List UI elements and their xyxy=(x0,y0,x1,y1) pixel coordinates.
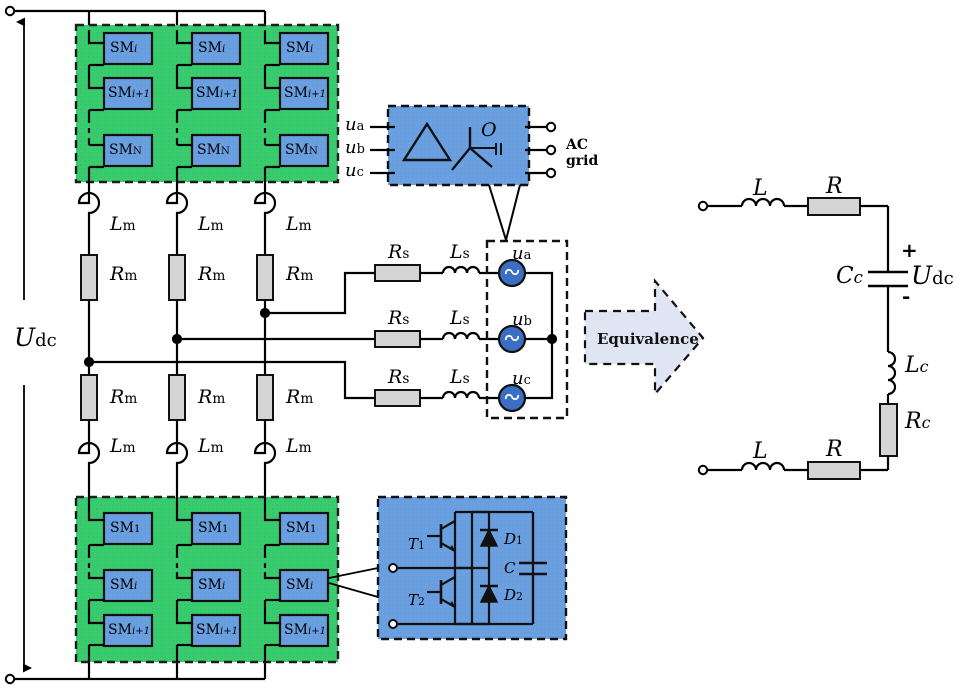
series-inductor-label: Ls xyxy=(450,307,470,329)
polarity-minus-label: - xyxy=(902,284,911,308)
polarity-plus-label: + xyxy=(901,238,918,262)
submodule-detail-circuit xyxy=(388,510,547,629)
ac-source-neutral-wires xyxy=(525,271,558,400)
submodule-label: SMN xyxy=(109,142,142,158)
arm-resistor-label: Rm xyxy=(110,263,138,285)
dc-bus-rails xyxy=(4,5,265,685)
lower-submodule-boxes xyxy=(102,511,330,648)
transformer-input-leads xyxy=(370,125,395,175)
series-inductor-label: Ls xyxy=(450,366,470,388)
submodule-label: SMi+1 xyxy=(108,85,151,101)
equivalence-arrow xyxy=(583,277,705,397)
igbt-t2-label: T2 xyxy=(408,591,425,609)
submodule-label: SMi xyxy=(198,40,226,56)
source-label-c: uc xyxy=(512,368,531,389)
arm-inductor-label: Lm xyxy=(198,213,224,235)
submodule-detail-leader-lines xyxy=(328,567,379,598)
ac-grid-label-line1: AC xyxy=(566,137,589,153)
submodule-label: SMi xyxy=(286,577,314,593)
submodule-label: SMi+1 xyxy=(284,622,327,638)
series-resistor-label: Rs xyxy=(388,366,410,388)
arm-inductor-label: Lm xyxy=(110,435,136,457)
ac-grid-label-line2: grid xyxy=(566,152,599,169)
equiv-bottom-resistor-label: R xyxy=(826,437,843,462)
upper-arm-inductors xyxy=(77,191,277,215)
equiv-capacitor-label: Cc xyxy=(836,263,863,289)
submodule-label: SMi+1 xyxy=(108,622,151,638)
upper-arm-resistors xyxy=(80,254,274,301)
transformer-block xyxy=(386,104,531,187)
transformer-phase-label-b: ub xyxy=(345,137,365,158)
arm-resistor-label: Rm xyxy=(286,386,314,408)
ac-source-group-box xyxy=(485,239,569,420)
equiv-series-resistor-label: Rc xyxy=(905,409,931,434)
lower-arm-resistors xyxy=(80,374,274,421)
dc-voltage-label: Udc xyxy=(14,323,57,352)
transformer-phase-label-c: uc xyxy=(345,160,364,181)
ac-grid-terminals xyxy=(525,121,557,179)
submodule-label: SMi xyxy=(110,40,138,56)
submodule-label: SMi xyxy=(198,577,226,593)
lower-arm-wiring xyxy=(87,497,280,662)
arm-inductor-label: Lm xyxy=(286,435,312,457)
arm-resistor-label: Rm xyxy=(110,386,138,408)
ac-grid-label: AC grid xyxy=(566,137,599,169)
arm-resistor-label: Rm xyxy=(198,263,226,285)
upper-arm-wiring xyxy=(87,30,280,185)
submodule-label: SMi+1 xyxy=(196,85,239,101)
equivalence-label: Equivalence xyxy=(597,330,699,348)
transformer-leader-lines xyxy=(488,184,521,241)
dc-equivalent-circuit xyxy=(697,197,908,480)
igbt-t1-label: T1 xyxy=(408,535,425,553)
lower-arm-inductors xyxy=(77,441,277,465)
source-label-b: ub xyxy=(512,309,532,330)
capacitor-c-label: C xyxy=(504,559,516,577)
transformer-phase-label-a: ua xyxy=(345,114,365,135)
submodule-label: SM1 xyxy=(110,520,141,536)
ac-voltage-sources xyxy=(497,258,527,413)
series-inductors xyxy=(420,265,498,400)
ac-tap-wires xyxy=(83,271,375,400)
series-resistor-label: Rs xyxy=(388,241,410,263)
arm-inductor-label: Lm xyxy=(286,213,312,235)
equiv-top-resistor-label: R xyxy=(826,174,843,199)
source-label-a: ua xyxy=(512,243,532,264)
transformer-neutral-label: O xyxy=(481,119,497,141)
submodule-label: SM1 xyxy=(286,520,317,536)
submodule-label: SM1 xyxy=(198,520,229,536)
submodule-label: SMi xyxy=(286,40,314,56)
arm-inductor-label: Lm xyxy=(198,435,224,457)
equiv-series-inductor-label: Lc xyxy=(905,353,929,378)
submodule-label: SMN xyxy=(197,142,230,158)
arm-inductor-label: Lm xyxy=(110,213,136,235)
series-inductor-label: Ls xyxy=(450,241,470,263)
diode-d1-label: D1 xyxy=(504,530,523,548)
equiv-dc-voltage-label: Udc xyxy=(911,261,954,290)
series-resistor-label: Rs xyxy=(388,307,410,329)
diode-d2-label: D2 xyxy=(504,586,523,604)
submodule-label: SMi xyxy=(110,577,138,593)
submodule-label: SMN xyxy=(285,142,318,158)
arm-resistor-label: Rm xyxy=(198,386,226,408)
equiv-top-inductor-label: L xyxy=(753,176,768,201)
upper-submodule-boxes xyxy=(102,31,330,168)
submodule-label: SMi+1 xyxy=(284,85,327,101)
submodule-label: SMi+1 xyxy=(196,622,239,638)
arm-resistor-label: Rm xyxy=(286,263,314,285)
equiv-bottom-inductor-label: L xyxy=(753,439,768,464)
